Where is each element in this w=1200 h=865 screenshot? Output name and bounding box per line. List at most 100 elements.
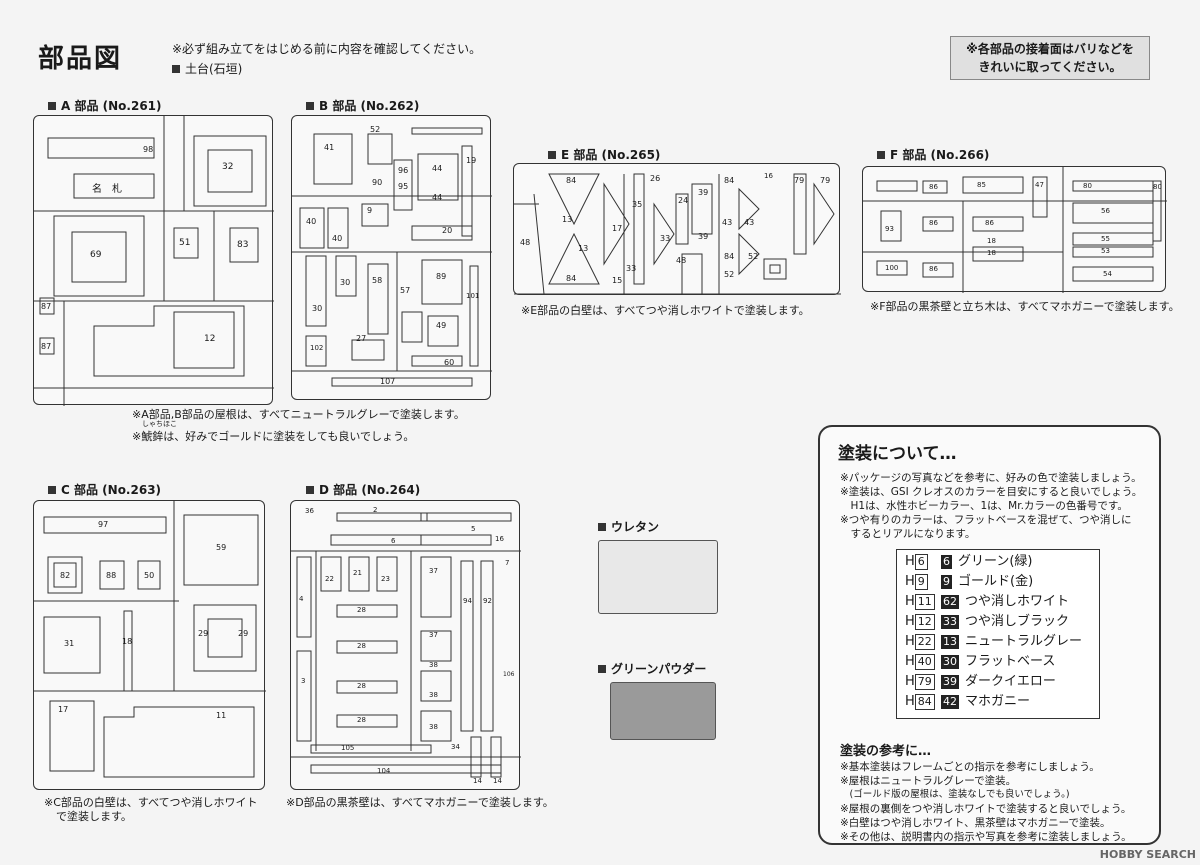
- painting-note-5: するとリアルになります。: [840, 528, 976, 540]
- part-b-89: 89: [436, 272, 447, 281]
- part-d-38b: 38: [429, 691, 438, 699]
- painting-note-1: ※パッケージの写真などを参考に、好みの色で塗装しましょう。: [840, 472, 1142, 484]
- painting-reference-heading: 塗装の参考に…: [840, 744, 932, 759]
- frame-f-drawing: [863, 167, 1167, 293]
- h-prefix: H: [905, 674, 915, 689]
- part-c-11: 11: [216, 711, 227, 720]
- part-b-49: 49: [436, 321, 447, 330]
- painting-reference-5: ※白壁はつや消しホワイト、黒茶壁はマホガニーで塗装。: [840, 817, 1111, 829]
- part-d-7: 7: [505, 559, 510, 567]
- painting-reference-6: ※その他は、説明書内の指示や写真を参考に塗装しましょう。: [840, 831, 1132, 843]
- part-e-48a: 48: [676, 256, 687, 265]
- note-c-2: で塗装します。: [56, 810, 132, 823]
- part-b-41: 41: [324, 143, 335, 152]
- h-prefix: H: [905, 634, 915, 649]
- square-bullet-icon: [48, 486, 56, 494]
- frame-b: 52 41 19 96 95 44 90 44 9 40 40 20 30 58…: [291, 115, 492, 400]
- part-e-17: 17: [612, 224, 623, 233]
- part-b-19: 19: [466, 156, 477, 165]
- part-c-17: 17: [58, 705, 69, 714]
- part-e-52a: 52: [724, 270, 735, 279]
- mr-code: 39: [941, 675, 959, 689]
- part-d-5: 5: [471, 525, 476, 533]
- h-code: 12: [914, 614, 935, 630]
- part-d-105: 105: [341, 744, 355, 752]
- part-b-30a: 30: [340, 278, 351, 287]
- h-code: 11: [914, 594, 935, 610]
- frame-c-drawing: [34, 501, 266, 778]
- mr-code: 9: [941, 575, 952, 589]
- part-c-31: 31: [64, 639, 75, 648]
- mr-code: 6: [941, 555, 952, 569]
- part-f-56: 56: [1101, 207, 1110, 215]
- square-bullet-icon: [598, 523, 606, 531]
- painting-reference-4: ※屋根の裏側をつや消しホワイトで塗装すると良いでしょう。: [840, 803, 1132, 815]
- note-c-1: ※C部品の白壁は、すべてつや消しホワイト: [44, 796, 258, 809]
- part-e-35: 35: [632, 200, 643, 209]
- part-a-nameplate-shape: [73, 173, 155, 199]
- part-d-28a: 28: [357, 606, 366, 614]
- warning-line-2: きれいに取ってください。: [978, 60, 1122, 74]
- part-b-20: 20: [442, 226, 453, 235]
- h-code: 79: [914, 674, 935, 690]
- painting-panel: 塗装について… ※パッケージの写真などを参考に、好みの色で塗装しましょう。 ※塗…: [818, 425, 1161, 845]
- warning-box: ※各部品の接着面はバリなどを きれいに取ってください。: [950, 36, 1150, 80]
- green-powder-label: グリーンパウダー: [598, 660, 706, 677]
- part-b-40b: 40: [332, 234, 343, 243]
- part-c-50: 50: [144, 571, 155, 580]
- part-a-98-shape: [47, 137, 155, 159]
- part-d-92: 92: [483, 597, 492, 605]
- painting-reference-2: ※屋根はニュートラルグレーで塗装。: [840, 775, 1017, 787]
- part-f-86c: 86: [985, 219, 994, 227]
- part-d-6: 6: [391, 537, 396, 545]
- part-b-44b: 44: [432, 193, 443, 202]
- frame-d-drawing: [291, 512, 521, 778]
- part-a-69-shape: [53, 215, 145, 297]
- part-f-86d: 86: [929, 265, 938, 273]
- part-e-43a: 43: [722, 218, 733, 227]
- part-f-54: 54: [1103, 270, 1112, 278]
- part-a-12-shape: [93, 305, 245, 377]
- square-bullet-icon: [306, 486, 314, 494]
- part-b-40a: 40: [306, 217, 317, 226]
- green-powder-label-text: グリーンパウダー: [611, 662, 707, 676]
- part-e-39b: 39: [698, 232, 709, 241]
- part-e-48b: 48: [520, 238, 531, 247]
- frame-b-label: B 部品 (No.262): [306, 97, 419, 114]
- part-f-93: 93: [885, 225, 894, 233]
- part-b-27: 27: [356, 334, 367, 343]
- part-d-14b: 14: [493, 777, 502, 785]
- part-d-2: 2: [373, 506, 378, 514]
- part-f-18a: 18: [987, 237, 996, 245]
- frame-a-label: A 部品 (No.261): [48, 97, 162, 114]
- mr-code: 30: [941, 655, 959, 669]
- color-name: ダークイエロー: [965, 674, 1056, 689]
- part-b-52: 52: [370, 125, 381, 134]
- urethane-swatch: [598, 540, 718, 614]
- part-b-58: 58: [372, 276, 383, 285]
- part-d-28d: 28: [357, 716, 366, 724]
- part-d-34: 34: [451, 743, 460, 751]
- h-code: 22: [914, 634, 935, 650]
- part-c-18: 18: [122, 637, 133, 646]
- frame-e: 26 13 13 84 84 35 24 39 84 16 79 79 43 4…: [513, 163, 841, 295]
- part-d-23: 23: [381, 575, 390, 583]
- part-a-69: 69: [90, 250, 102, 260]
- h-prefix: H: [905, 694, 915, 709]
- part-d-94: 94: [463, 597, 472, 605]
- part-e-24: 24: [678, 196, 689, 205]
- part-e-16: 16: [764, 172, 773, 180]
- part-e-84b: 84: [566, 274, 577, 283]
- section-label-text: 土台(石垣): [185, 62, 243, 76]
- part-b-30b: 30: [312, 304, 323, 313]
- frame-e-drawing: [514, 173, 841, 295]
- part-f-47: 47: [1035, 181, 1044, 189]
- h-prefix: H: [905, 654, 915, 669]
- watermark: HOBBY SEARCH: [1099, 848, 1196, 861]
- h-code: 40: [914, 654, 935, 670]
- frame-c: 97 59 82 88 50 31 18 29 29 17 11: [33, 500, 266, 790]
- part-b-60: 60: [444, 358, 455, 367]
